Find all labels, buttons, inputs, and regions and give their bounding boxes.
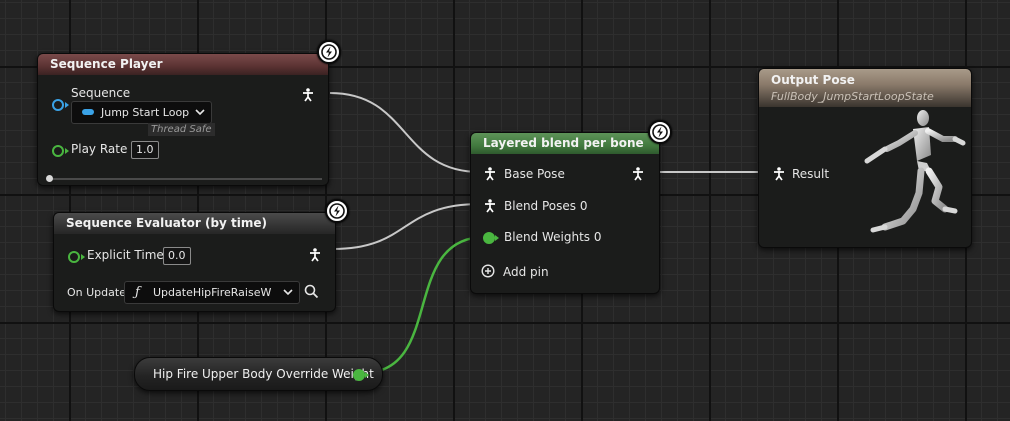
play-rate-label: Play Rate <box>71 142 128 156</box>
function-f-icon: ƒ <box>135 285 140 300</box>
sequence-evaluator-title: Sequence Evaluator (by time) <box>54 213 335 234</box>
sequence-label: Sequence <box>71 86 131 100</box>
output-pose-header: Output Pose FullBody_JumpStartLoopState <box>759 69 971 107</box>
thread-safe-hint: Thread Safe <box>148 123 215 136</box>
on-update-label: On Update <box>67 286 126 299</box>
blend-poses-input-pin-icon[interactable] <box>484 199 496 213</box>
result-label: Result <box>792 167 830 181</box>
lightning-bolt-icon <box>648 120 672 144</box>
blend-poses-label: Blend Poses 0 <box>504 199 588 213</box>
hip-fire-weight-variable-node[interactable]: Hip Fire Upper Body Override Weight <box>134 357 383 391</box>
variable-output-pin-arrow <box>365 372 369 378</box>
chevron-down-icon <box>195 109 205 116</box>
wire-weight-to-blend-weights <box>362 235 486 375</box>
layered-blend-title: Layered blend per bone <box>471 133 659 154</box>
sequence-evaluator-node[interactable]: Sequence Evaluator (by time) Explicit Ti… <box>53 212 336 312</box>
variable-output-pin[interactable] <box>353 369 365 381</box>
on-update-function-dropdown[interactable]: ƒ UpdateHipFireRaiseWei <box>124 281 300 304</box>
sequence-player-node[interactable]: Sequence Player Sequence Jump Start Loop… <box>37 53 329 186</box>
lightning-bolt-icon <box>325 199 349 223</box>
play-rate-pin[interactable] <box>52 145 64 157</box>
blend-weights-pin-arrow <box>495 235 499 241</box>
sequence-player-title: Sequence Player <box>38 54 328 75</box>
on-update-function-value: UpdateHipFireRaiseWei <box>153 286 271 299</box>
base-pose-input-pin-icon[interactable] <box>484 167 496 181</box>
explicit-time-pin-arrow <box>81 254 85 260</box>
explicit-time-pin[interactable] <box>68 251 80 263</box>
blend-weights-pin[interactable] <box>483 232 495 244</box>
sequence-pin-arrow <box>65 102 69 108</box>
lightning-bolt-icon <box>317 40 341 64</box>
output-pose-subtitle: FullBody_JumpStartLoopState <box>771 90 934 103</box>
add-pin-label: Add pin <box>503 265 549 279</box>
mannequin-pose-icon <box>864 110 966 233</box>
search-icon[interactable] <box>304 284 319 299</box>
add-pin-button[interactable]: Add pin <box>481 261 571 281</box>
playback-scrubber-track[interactable] <box>50 178 322 180</box>
output-pose-node[interactable]: Output Pose FullBody_JumpStartLoopState … <box>758 68 972 248</box>
output-pose-title: Output Pose <box>771 73 855 87</box>
explicit-time-field[interactable]: 0.0 <box>163 247 191 265</box>
chevron-down-icon <box>283 289 293 296</box>
plus-circle-icon <box>481 264 495 278</box>
variable-label: Hip Fire Upper Body Override Weight <box>153 367 374 381</box>
blend-weights-label: Blend Weights 0 <box>504 230 602 244</box>
pose-output-pin-icon[interactable] <box>302 88 314 102</box>
result-input-pin-icon[interactable] <box>773 167 785 181</box>
wire-evaluator-to-blend-poses <box>332 203 481 250</box>
asset-type-icon <box>82 109 94 115</box>
play-rate-pin-arrow <box>65 148 69 154</box>
play-rate-field[interactable]: 1.0 <box>131 141 159 159</box>
layered-blend-node[interactable]: Layered blend per bone Base Pose Blend P… <box>470 132 660 294</box>
explicit-time-label: Explicit Time <box>87 248 164 262</box>
playback-scrubber-knob[interactable] <box>46 175 53 182</box>
base-pose-label: Base Pose <box>504 167 565 181</box>
pose-output-pin-icon[interactable] <box>632 167 644 181</box>
sequence-asset-value: Jump Start Loop <box>101 106 190 119</box>
wire-sequence-player-to-base-pose <box>329 92 481 173</box>
sequence-pin[interactable] <box>52 99 64 111</box>
pose-output-pin-icon[interactable] <box>309 248 321 262</box>
sequence-asset-dropdown[interactable]: Jump Start Loop <box>71 101 212 124</box>
